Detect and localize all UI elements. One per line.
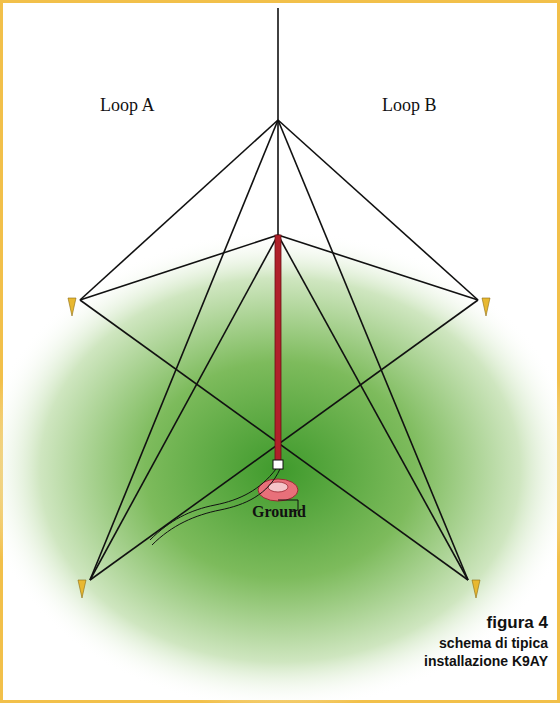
feed-box <box>273 460 283 469</box>
ground-area <box>0 230 560 703</box>
loop-label: Loop A <box>100 96 155 116</box>
ground-label: Ground <box>252 503 306 521</box>
figure-caption: installazione K9AY <box>424 654 548 669</box>
loop-label: Loop B <box>382 96 437 116</box>
antenna-wires <box>80 8 478 580</box>
figure-caption: schema di tipica <box>439 636 548 651</box>
figure-number: figura 4 <box>487 614 548 633</box>
mast <box>275 235 281 463</box>
stake <box>68 298 490 598</box>
